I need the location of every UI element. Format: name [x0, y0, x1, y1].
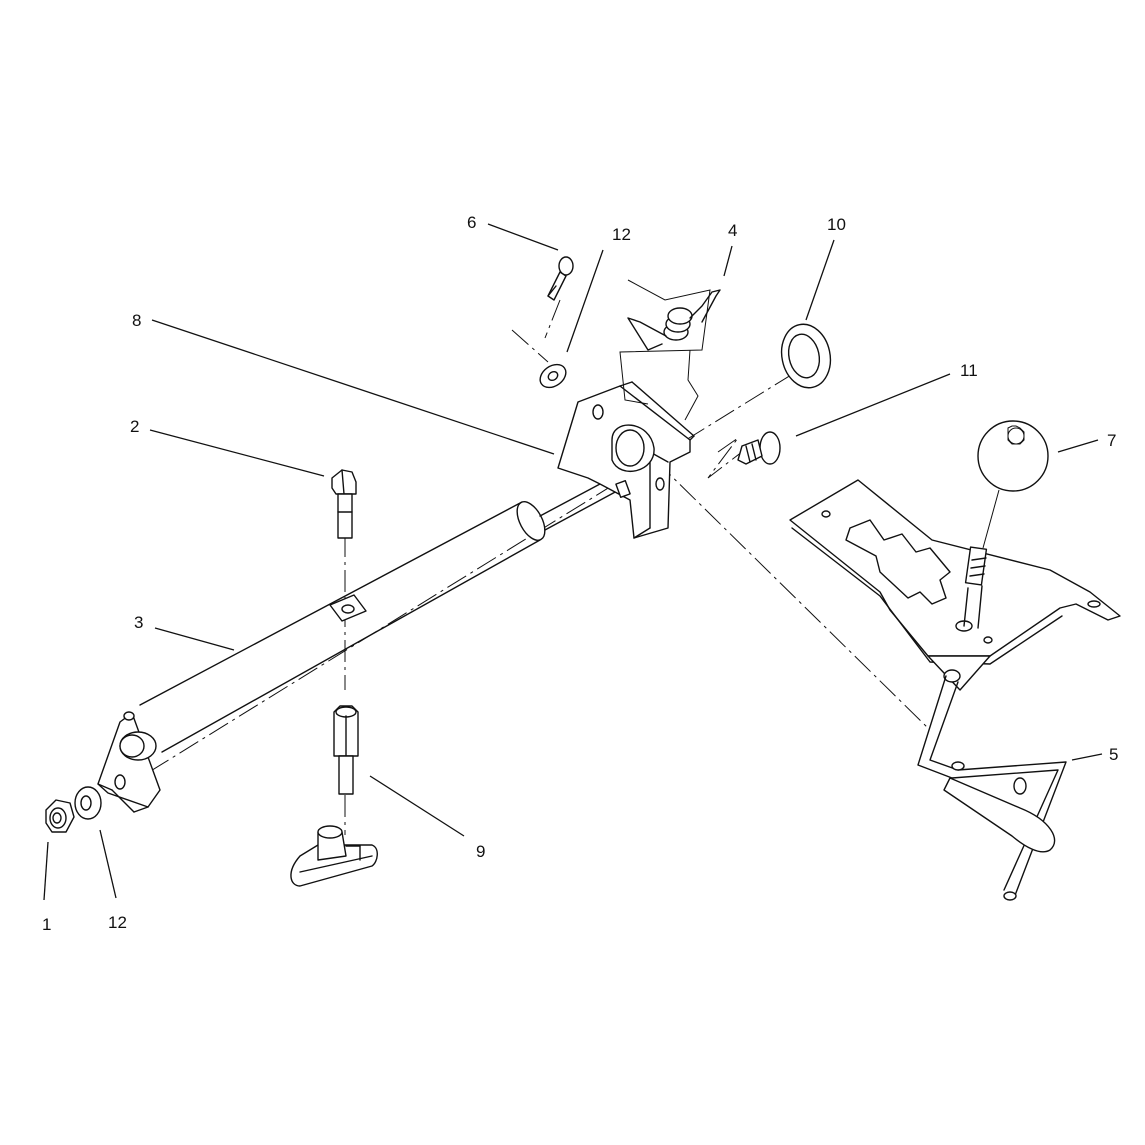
callout-8: 8: [132, 311, 141, 330]
callout-10: 10: [827, 215, 846, 234]
callout-12-lower: 12: [108, 913, 127, 932]
callout-3: 3: [134, 613, 143, 632]
part-2-bolt: [331, 469, 357, 539]
part-9-standoff: [333, 705, 359, 795]
part-10-washer: [780, 323, 832, 389]
callout-5: 5: [1109, 745, 1118, 764]
shift-plate: [789, 479, 1121, 665]
part-11-bolt: [737, 431, 781, 465]
callout-1: 1: [42, 915, 51, 934]
callout-6: 6: [467, 213, 476, 232]
part-6-pin: [547, 256, 574, 301]
callout-labels: 1 12 2 3 4 5 6 7 8 9 10 11 12: [42, 213, 1118, 934]
part-8-bracket: [557, 381, 695, 539]
part-4-spring: [619, 279, 721, 421]
part-3-end-flange: [97, 711, 161, 813]
part-3-shaft: [139, 467, 631, 753]
part-7-knob: [963, 420, 1049, 629]
callout-11: 11: [960, 361, 978, 380]
part-9-foot: [290, 825, 378, 887]
callout-2: 2: [130, 417, 139, 436]
part-1-nut: [45, 799, 75, 833]
callout-12-upper: 12: [612, 225, 631, 244]
part-12-washer-lower: [74, 786, 102, 820]
callout-7: 7: [1107, 431, 1116, 450]
callout-9: 9: [476, 842, 485, 861]
callout-4: 4: [728, 221, 737, 240]
leader-lines: [43, 223, 1103, 901]
part-5-lever: [917, 655, 1067, 901]
part-12-washer-upper: [539, 363, 567, 389]
